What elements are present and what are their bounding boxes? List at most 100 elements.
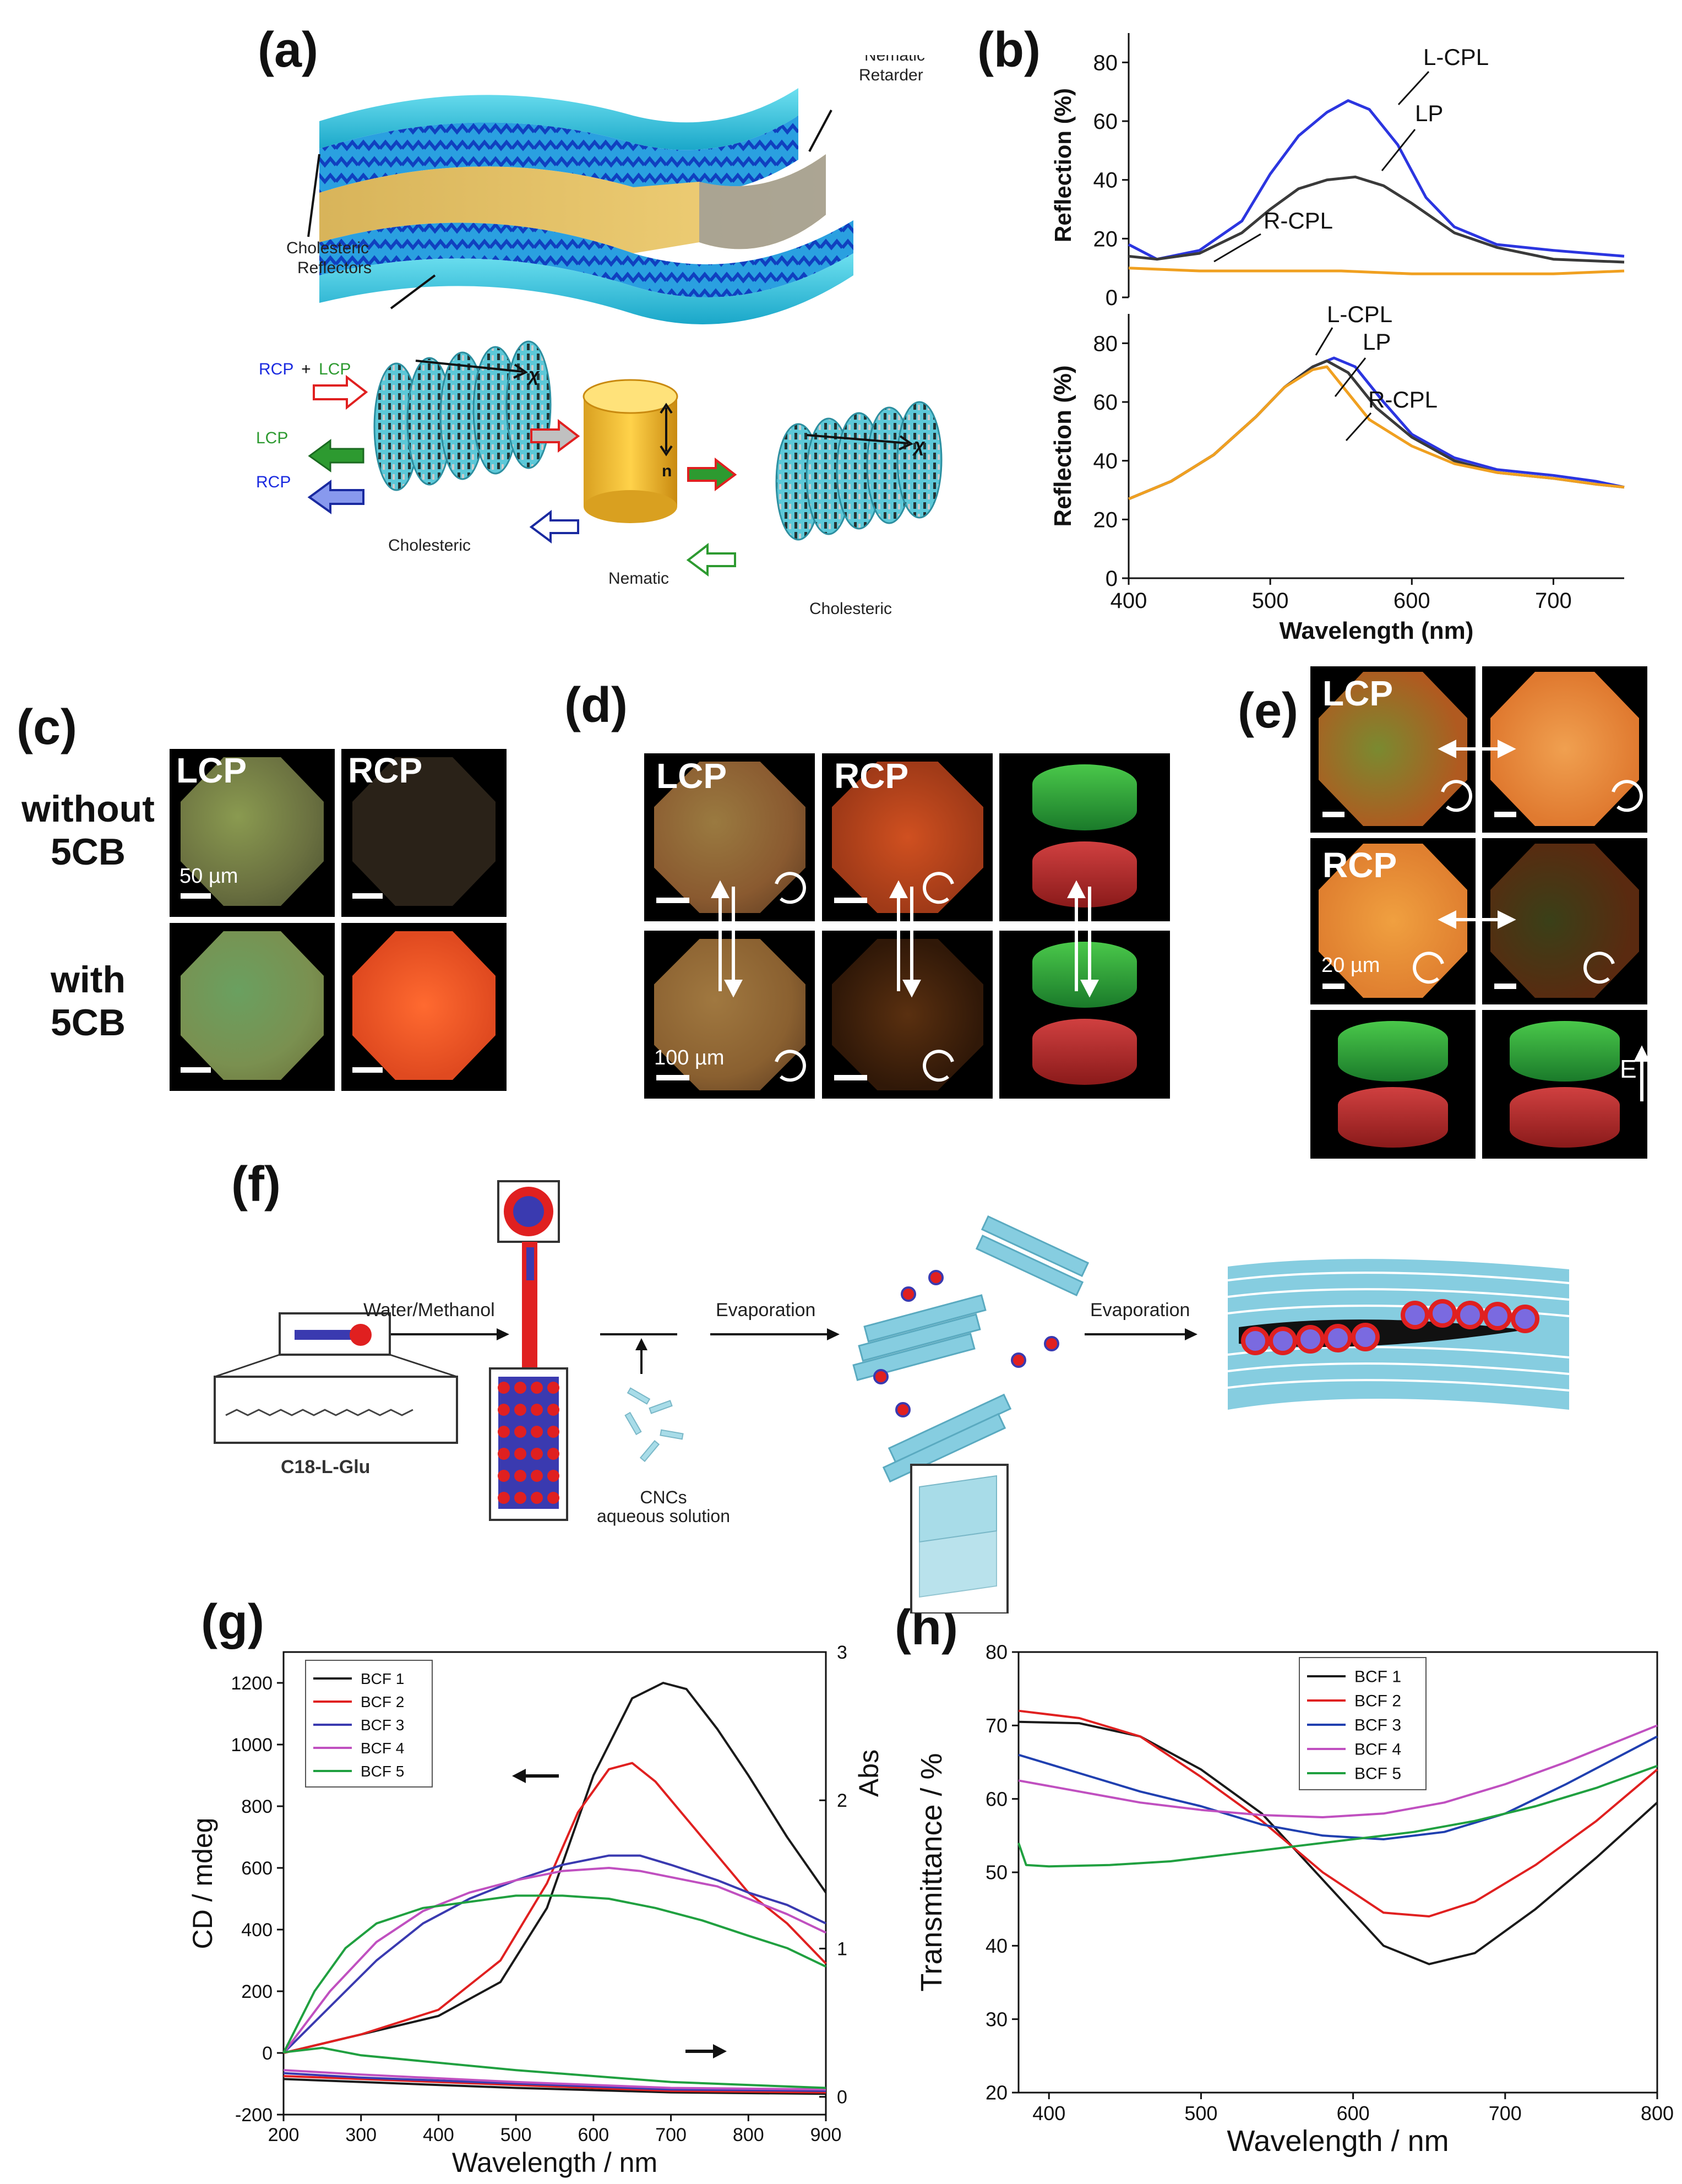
series-line-lp bbox=[1128, 175, 1625, 264]
y-tick-label: 20 bbox=[1093, 508, 1118, 532]
scale-bar bbox=[834, 1075, 867, 1080]
panel-a-illustration: Nematic Retarder Cholesteric Reflectors … bbox=[256, 55, 943, 618]
x-tick-label: 200 bbox=[268, 2125, 300, 2145]
label-lcp: LCP bbox=[176, 751, 247, 790]
scale-label: 100 µm bbox=[654, 1046, 725, 1069]
panel-label-d: (d) bbox=[564, 678, 628, 733]
b-bot-r-cpl-label: R-CPL bbox=[1368, 387, 1438, 412]
scale-bar bbox=[834, 898, 867, 903]
y-tick-label: 40 bbox=[1093, 169, 1118, 193]
scale-bar bbox=[181, 1067, 211, 1073]
abs-line-bcf-2 bbox=[283, 2075, 826, 2094]
x-tick-label: 400 bbox=[1111, 589, 1147, 613]
micrograph-d-rcp-1: RCP bbox=[822, 753, 993, 921]
x-tick-label: 600 bbox=[578, 2125, 609, 2145]
panel-d-arrows bbox=[711, 872, 1099, 1082]
micrograph-d-lcp-1: LCP bbox=[644, 753, 815, 921]
y2-tick-label: 0 bbox=[837, 2087, 847, 2108]
lcp-left-label: LCP bbox=[256, 429, 288, 447]
y-axis-label: Reflection (%) bbox=[1049, 365, 1076, 526]
abs-line-bcf-4 bbox=[283, 2069, 826, 2091]
b-top-lp-label: LP bbox=[1415, 100, 1443, 126]
chi-label-right: χ bbox=[912, 435, 926, 456]
cholesteric-left-label: Cholesteric bbox=[388, 536, 471, 555]
y-tick-label: 0 bbox=[1106, 286, 1118, 310]
scale-bar bbox=[1494, 812, 1516, 817]
micrograph-d-model-2 bbox=[999, 931, 1170, 1099]
micrograph-c-lcp-with bbox=[170, 923, 335, 1091]
panel-label-f: (f) bbox=[231, 1157, 281, 1212]
row-label-with-5cb: with 5CB bbox=[50, 959, 126, 1044]
chi-label-left: χ bbox=[527, 365, 540, 385]
legend-label: BCF 3 bbox=[361, 1716, 404, 1734]
series-line-r-cpl bbox=[1128, 365, 1625, 501]
label-lcp: LCP bbox=[656, 756, 727, 796]
y2-axis-label: Abs bbox=[853, 1750, 884, 1797]
scale-label: 20 µm bbox=[1321, 954, 1380, 977]
x-tick-label: 500 bbox=[500, 2125, 532, 2145]
abs-line-bcf-5 bbox=[283, 2046, 826, 2089]
x-tick-label: 500 bbox=[1184, 2102, 1217, 2125]
schematic-left-cholesteric bbox=[373, 340, 552, 491]
legend-label: BCF 2 bbox=[361, 1693, 404, 1710]
panel-label-b: (b) bbox=[977, 23, 1041, 78]
series-line-bcf-3 bbox=[1018, 1735, 1658, 1840]
micrograph-e-model-2: E bbox=[1482, 1010, 1647, 1159]
scale-bar bbox=[181, 893, 211, 899]
rcp-left-label: RCP bbox=[256, 473, 291, 491]
schematic-right-cholesteric bbox=[775, 401, 943, 541]
micrograph-d-rcp-2 bbox=[822, 931, 993, 1099]
film-stack bbox=[319, 88, 853, 324]
scale-bar bbox=[1322, 812, 1344, 817]
label-rcp: RCP bbox=[834, 756, 909, 796]
x-tick-label: 600 bbox=[1393, 589, 1430, 613]
molecule-label: C18-L-Glu bbox=[281, 1457, 370, 1477]
legend-label: BCF 2 bbox=[1354, 1692, 1401, 1710]
legend-label: BCF 5 bbox=[1354, 1765, 1401, 1783]
final-film bbox=[1227, 1259, 1570, 1410]
y2-tick-label: 3 bbox=[837, 1642, 847, 1663]
micrograph-d-lcp-2: 100 µm bbox=[644, 931, 815, 1099]
water-methanol-label: Water/Methanol bbox=[363, 1300, 495, 1321]
field-e-label: E bbox=[1620, 1055, 1637, 1083]
y2-tick-label: 2 bbox=[837, 1790, 847, 1811]
x-tick-label: 700 bbox=[1489, 2102, 1522, 2125]
molecule-structure-box bbox=[214, 1376, 458, 1444]
y-tick-label: 600 bbox=[241, 1858, 273, 1879]
x-tick-label: 400 bbox=[1032, 2102, 1065, 2125]
b-top-r-cpl-label: R-CPL bbox=[1264, 208, 1333, 233]
y-tick-label: 200 bbox=[241, 1981, 273, 2002]
label-lcp: LCP bbox=[1322, 673, 1393, 713]
y-tick-label: 0 bbox=[1106, 567, 1118, 591]
scale-bar bbox=[352, 1067, 383, 1073]
legend-label: BCF 3 bbox=[1354, 1716, 1401, 1735]
micrograph-c-rcp-with bbox=[341, 923, 507, 1091]
fiber-stack bbox=[498, 1377, 559, 1509]
nematic-retarder-label: Nematic Retarder bbox=[859, 55, 929, 84]
micrograph-c-rcp-without: RCP bbox=[341, 749, 507, 917]
abs-axis-arrowhead bbox=[713, 2044, 727, 2058]
y-tick-label: 20 bbox=[1093, 227, 1118, 251]
y-tick-label: 80 bbox=[1093, 51, 1118, 75]
y-tick-label: -200 bbox=[235, 2105, 273, 2126]
x-tick-label: 700 bbox=[655, 2125, 687, 2145]
x-tick-label: 300 bbox=[345, 2125, 377, 2145]
label-rcp: RCP bbox=[348, 751, 423, 790]
series-line-bcf-2 bbox=[283, 1762, 827, 2054]
rcp-plus-lcp-label: RCP + LCP bbox=[259, 360, 351, 378]
x-axis-label: Wavelength / nm bbox=[452, 2147, 657, 2178]
legend-label: BCF 1 bbox=[361, 1670, 404, 1687]
y-tick-label: 80 bbox=[1093, 332, 1118, 356]
x-axis-label: Wavelength / nm bbox=[1227, 2125, 1449, 2158]
series-line-bcf-2 bbox=[1018, 1709, 1658, 1917]
series-line-bcf-1 bbox=[283, 1682, 827, 2054]
y-tick-label: 800 bbox=[241, 1796, 273, 1817]
y-tick-label: 50 bbox=[986, 1861, 1008, 1884]
x-tick-label: 900 bbox=[810, 2125, 842, 2145]
panel-e-arrows bbox=[1413, 740, 1650, 1101]
